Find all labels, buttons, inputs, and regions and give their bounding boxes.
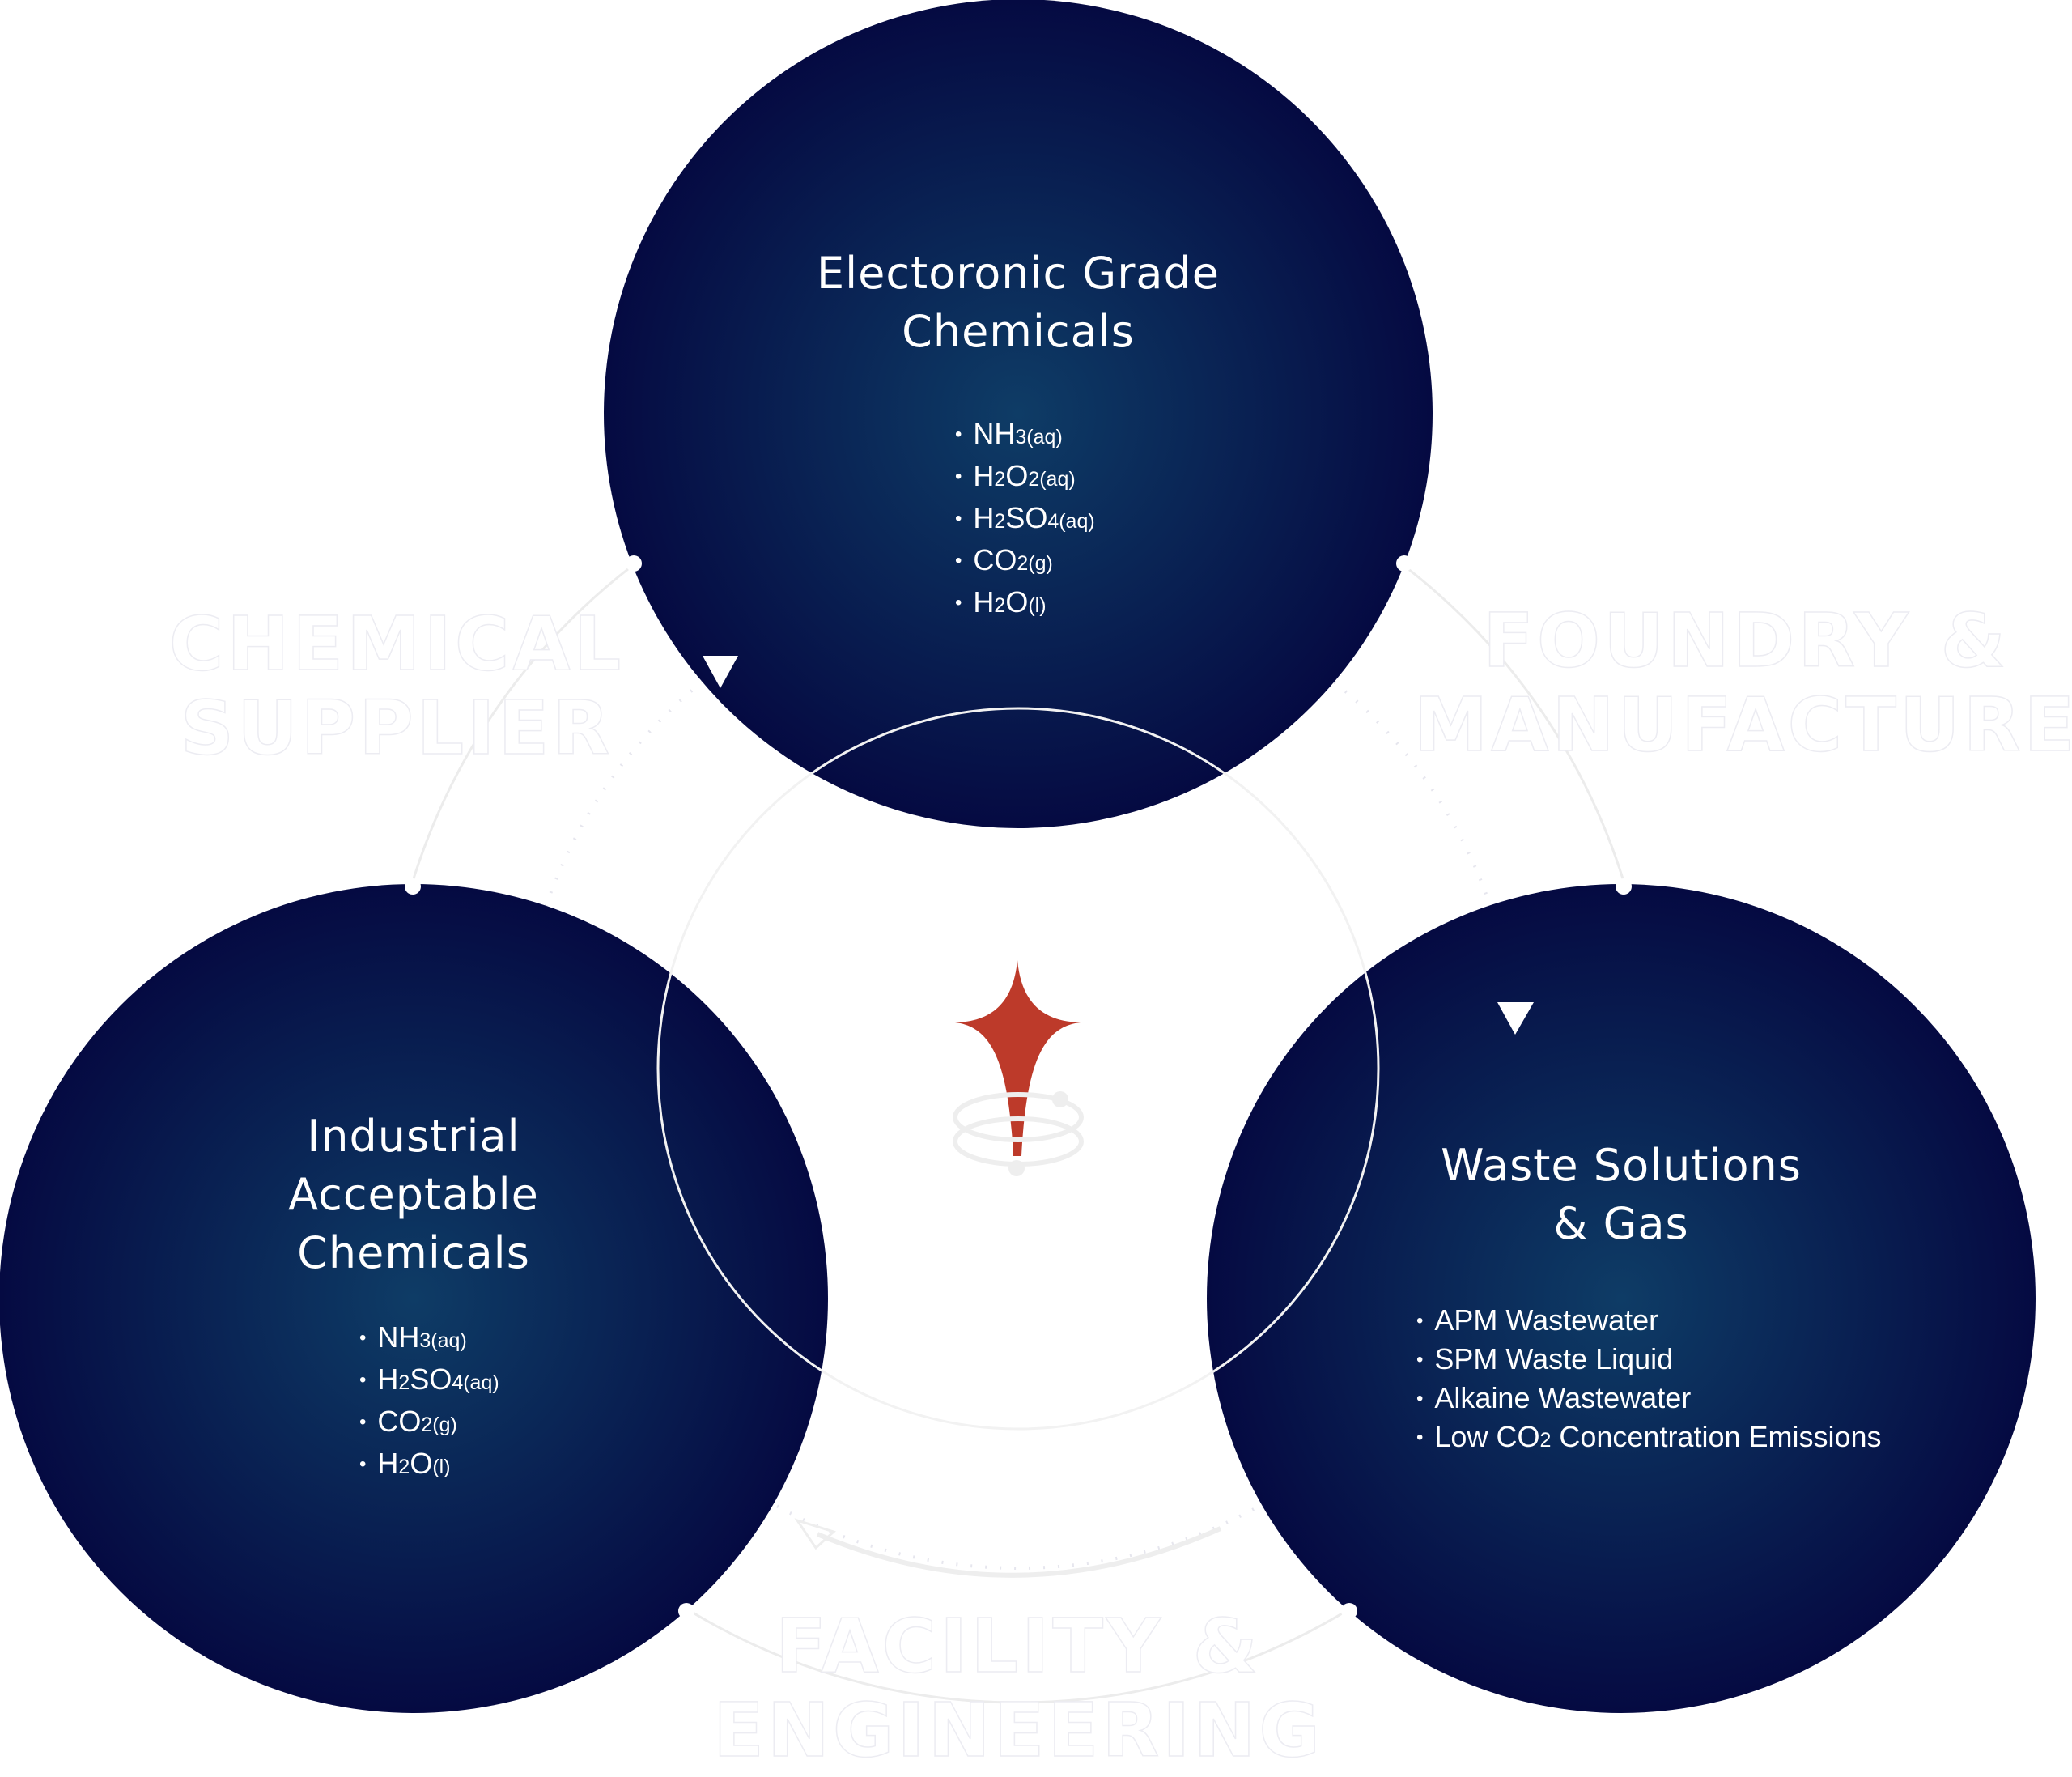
subscript-text: 2 [1539,1429,1552,1452]
title-line: Electoronic Grade [816,248,1221,299]
item-text: CO [377,1405,422,1438]
list-item: Low CO2 Concentration Emissions [1416,1418,1882,1460]
subscript-text: 4(aq) [452,1371,499,1394]
list-item: Alkaine Wastewater [1416,1379,1882,1418]
center-logo [953,960,1084,1176]
subscript-text: 2 [994,510,1006,533]
item-text: H [973,459,995,492]
industrial-title: Industrial Acceptable Chemicals [288,1107,539,1282]
arrow-left-bottom-icon [794,1518,836,1550]
list-item: SPM Waste Liquid [1416,1340,1882,1379]
item-text: Concentration Emissions [1551,1420,1882,1453]
center-ring [656,707,1380,1431]
subscript-text: 2(g) [421,1414,457,1436]
item-text: O [1005,459,1029,492]
title-line: & Gas [1553,1198,1689,1249]
subscript-text: 2 [398,1371,410,1394]
title-line: Industrial [307,1111,520,1162]
item-text: SO [1005,501,1048,534]
circle-waste [1207,884,2036,1713]
item-text: H [973,501,995,534]
item-text: O [1005,585,1029,619]
subscript-text: (l) [432,1456,451,1478]
label-foundry-manufacture: FOUNDRY & MANUFACTURE [1413,597,2072,768]
subscript-text: 2 [398,1456,410,1478]
label-line: MANUFACTURE [1413,682,2072,768]
bottom-flow-arc [816,1526,1222,1578]
subscript-text: 3(aq) [1015,426,1063,449]
subscript-text: 4(aq) [1047,510,1095,533]
item-text: NH [973,417,1016,450]
connector-dots [405,555,1632,1619]
list-item: CO2(g) [955,541,1095,583]
title-line: Chemicals [902,306,1135,357]
title-line: Acceptable [288,1169,539,1220]
label-line: FACILITY & [775,1603,1261,1690]
list-item: APM Wastewater [1416,1301,1882,1340]
list-item: H2O2(aq) [955,457,1095,499]
subscript-text: 2(g) [1017,552,1053,575]
item-text: SO [410,1363,452,1396]
arrow-down-right-icon [1497,1002,1534,1035]
arrow-down-left-icon [703,656,738,688]
title-line: Waste Solutions [1441,1140,1802,1191]
waste-list: APM WastewaterSPM Waste LiquidAlkaine Wa… [1416,1301,1882,1460]
label-line: CHEMICAL [168,601,625,687]
label-line: ENGINEERING [712,1687,1323,1774]
list-item: CO2(g) [359,1402,499,1444]
waste-title: Waste Solutions & Gas [1441,1137,1802,1253]
label-chemical-supplier: CHEMICAL SUPPLIER [168,601,625,772]
label-facility-engineering: FACILITY & ENGINEERING [712,1603,1323,1774]
star-logo-icon [955,960,1081,1156]
electronic-grade-list: NH3(aq)H2O2(aq)H2SO4(aq)CO2(g)H2O(l) [955,414,1095,625]
item-text: H [377,1447,399,1480]
electronic-grade-title: Electoronic Grade Chemicals [817,244,1220,361]
item-text: CO [973,543,1017,576]
item-text: Alkaine Wastewater [1434,1381,1692,1414]
item-text: H [377,1363,399,1396]
item-text: H [973,585,995,619]
item-text: APM Wastewater [1434,1303,1659,1337]
label-line: FOUNDRY & [1482,597,2009,684]
list-item: H2SO4(aq) [359,1360,499,1402]
subscript-text: (l) [1028,594,1047,617]
subscript-text: 2(aq) [1028,468,1076,491]
item-text: SPM Waste Liquid [1434,1342,1674,1375]
item-text: Low CO [1434,1420,1540,1453]
subscript-text: 3(aq) [419,1329,467,1352]
list-item: H2SO4(aq) [955,499,1095,541]
item-text: O [410,1447,433,1480]
orbit-ring-icon [953,1092,1084,1142]
circle-industrial [0,884,828,1713]
item-text: NH [377,1320,420,1354]
list-item: H2O(l) [955,583,1095,625]
subscript-text: 2 [994,594,1006,617]
title-line: Chemicals [297,1227,530,1278]
list-item: H2O(l) [359,1444,499,1486]
label-line: SUPPLIER [180,685,614,772]
list-item: NH3(aq) [955,414,1095,457]
subscript-text: 2 [994,468,1006,491]
industrial-list: NH3(aq)H2SO4(aq)CO2(g)H2O(l) [359,1318,499,1486]
list-item: NH3(aq) [359,1318,499,1360]
